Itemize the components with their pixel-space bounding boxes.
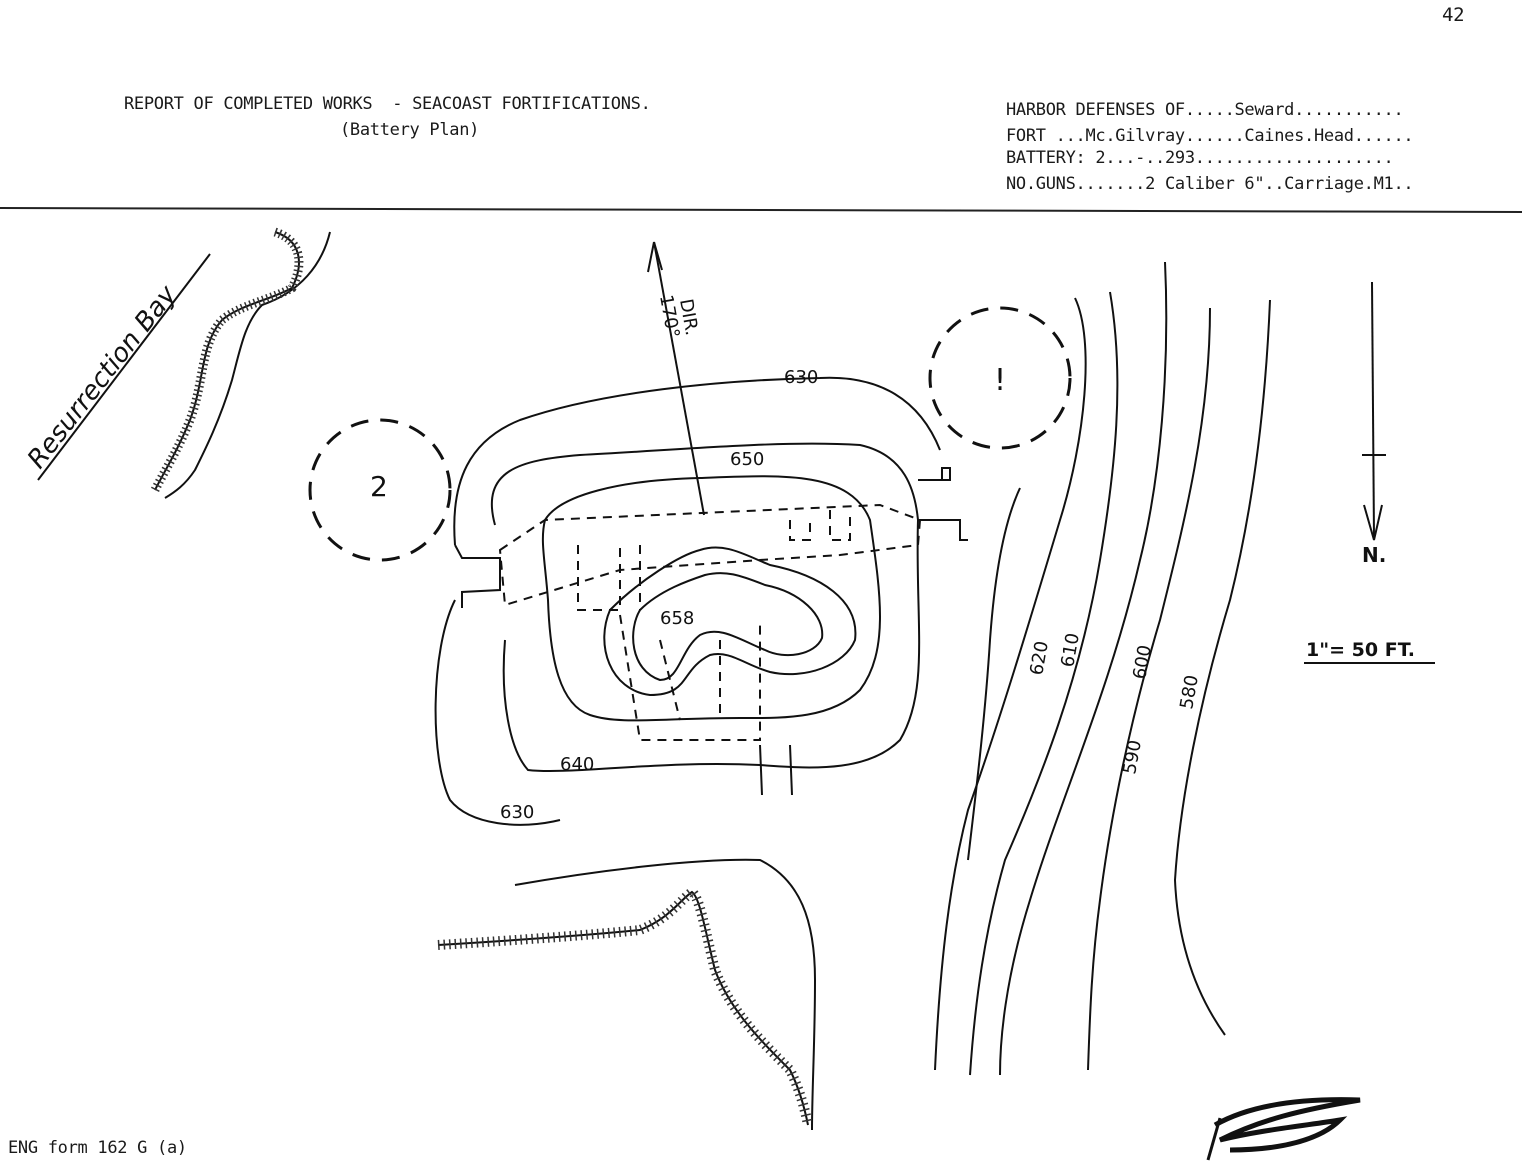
contour-label-640: 640: [560, 754, 594, 775]
contour-label-630-bottom: 630: [500, 802, 534, 823]
guns-field: NO.GUNS.......2 Caliber 6"..Carriage.M1.…: [1006, 174, 1414, 194]
report-title: REPORT OF COMPLETED WORKS - SEACOAST FOR…: [124, 94, 651, 114]
page-number: 42: [1442, 4, 1465, 26]
contours-battery: [434, 376, 941, 826]
water-label-group: Resurrection Bay: [22, 253, 211, 481]
contour-label-650: 650: [730, 449, 764, 470]
shoreline-south: [437, 858, 817, 1131]
contour-label-620: 620: [1026, 639, 1053, 676]
contour-label-580: 580: [1176, 673, 1203, 710]
water-label: Resurrection Bay: [22, 280, 183, 475]
battery-structure: [498, 503, 922, 741]
report-subtitle: (Battery Plan): [340, 120, 480, 140]
contour-label-630-top: 630: [784, 367, 818, 388]
gun-emplacement-2-label: 2: [370, 470, 388, 503]
direction-arrow: DIR. 170°: [647, 241, 705, 516]
header-rule: [0, 207, 1522, 213]
corridors: [454, 467, 968, 796]
gun-emplacement-2: [308, 418, 452, 562]
harbor-field: HARBOR DEFENSES OF.....Seward...........: [1006, 100, 1404, 120]
scale-bar: 1"= 50 FT.: [1304, 639, 1435, 664]
contour-label-590: 590: [1119, 738, 1146, 775]
battery-field: BATTERY: 2...-..293....................: [1006, 148, 1394, 168]
contour-label-610: 610: [1057, 631, 1084, 668]
north-label: N.: [1362, 543, 1386, 567]
form-id: ENG form 162 G (a): [8, 1138, 187, 1158]
signature-mark: [1206, 1097, 1361, 1161]
contour-label-658: 658: [660, 608, 694, 629]
scale-label: 1"= 50 FT.: [1306, 639, 1415, 661]
fort-field: FORT ...Mc.Gilvray......Caines.Head.....…: [1006, 126, 1414, 146]
gun-emplacement-1: [928, 306, 1072, 450]
contours-slope: [934, 261, 1271, 1076]
gun-emplacement-1-label: !: [994, 363, 1006, 398]
shoreline-northwest: [150, 227, 331, 499]
water-label-underline: [37, 253, 211, 481]
contour-label-600: 600: [1129, 643, 1156, 680]
north-arrow: N.: [1362, 281, 1386, 567]
